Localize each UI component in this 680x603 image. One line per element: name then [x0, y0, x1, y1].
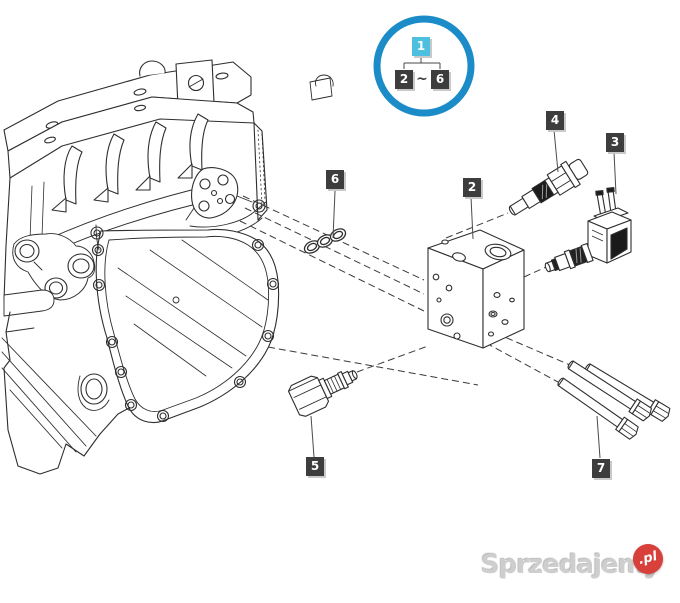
part-label-2: 2 — [463, 178, 481, 197]
bolts-drawing — [557, 360, 671, 440]
highlight-circle — [373, 15, 475, 117]
solenoid-drawing — [544, 187, 632, 273]
hex-plug-drawing — [287, 370, 358, 417]
part-label-7: 7 — [592, 459, 610, 478]
part-label-3: 3 — [606, 133, 624, 152]
part-label-6: 6 — [326, 170, 344, 189]
legend-range-from: 2 — [395, 70, 413, 89]
legend-range-tilde: ~ — [416, 71, 428, 87]
valve-block-drawing — [427, 229, 525, 349]
legend-range-to: 6 — [431, 70, 449, 89]
o-rings-drawing — [303, 228, 347, 254]
watermark-brand-text: Sprzedajemy — [481, 550, 661, 580]
legend-bracket — [403, 57, 441, 69]
leader-lines — [310, 129, 617, 459]
part-label-5: 5 — [306, 457, 324, 476]
gearbox-housing-drawing — [1, 59, 334, 475]
part-label-4: 4 — [546, 111, 564, 130]
pressure-sensor-drawing — [508, 158, 589, 216]
group-label-1: 1 — [412, 37, 430, 56]
watermark: Sprzedajemy .pl — [481, 540, 677, 592]
